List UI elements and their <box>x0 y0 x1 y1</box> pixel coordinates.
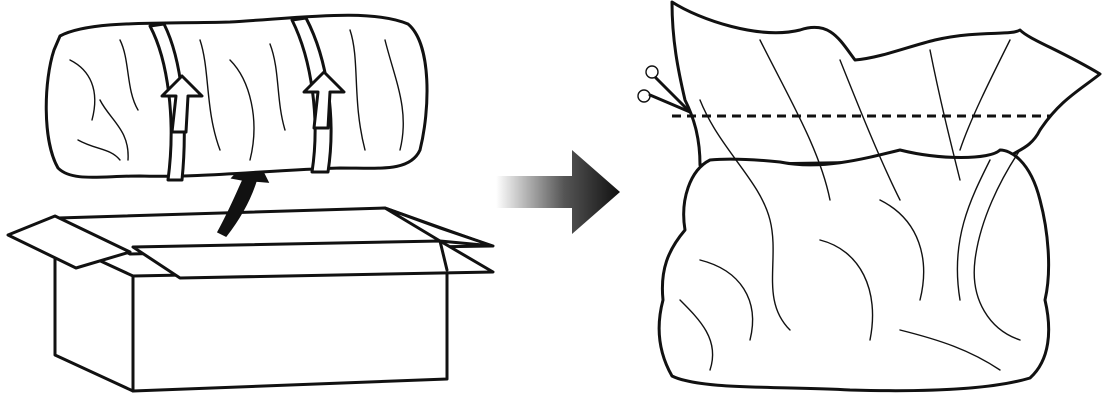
gradient-arrow-right-icon <box>496 150 620 234</box>
cardboard-box-icon <box>8 208 493 391</box>
rolled-cushion-icon <box>46 15 427 180</box>
opened-bag-icon <box>659 2 1100 391</box>
